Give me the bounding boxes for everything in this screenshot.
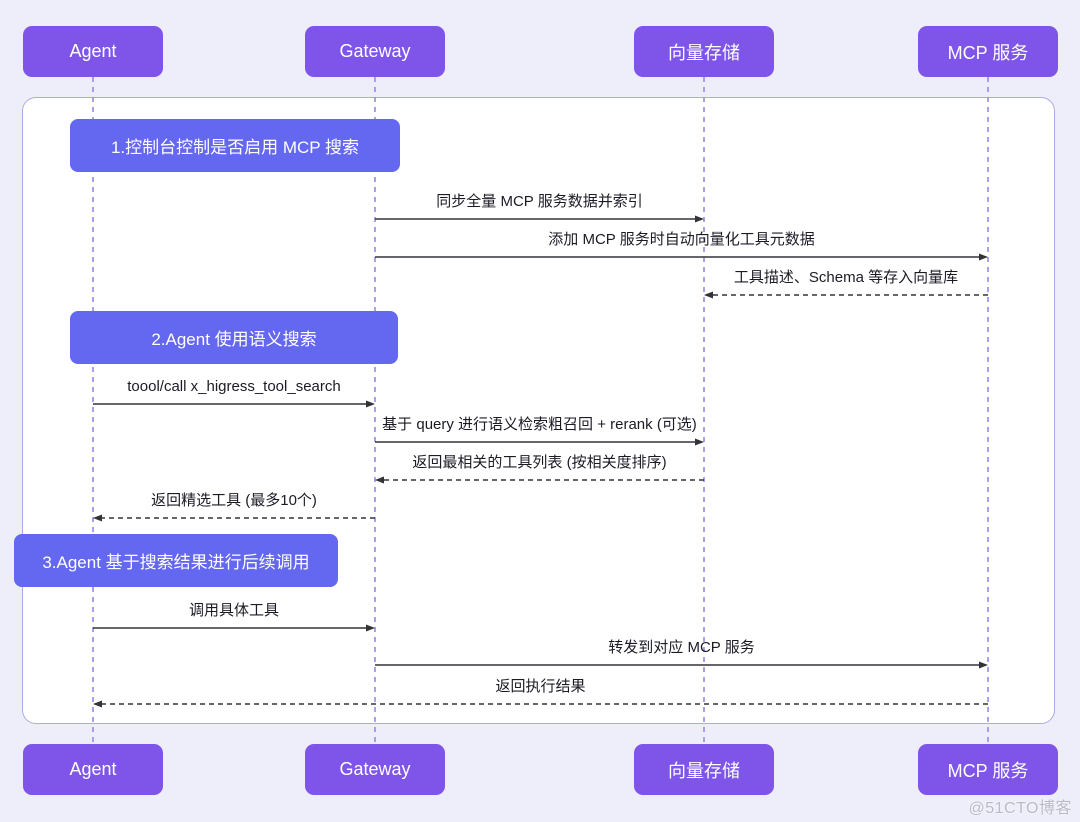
note-1: 1.控制台控制是否启用 MCP 搜索 bbox=[70, 119, 400, 172]
message-label-1: 同步全量 MCP 服务数据并索引 bbox=[436, 193, 643, 210]
actor-top-agent: Agent bbox=[23, 26, 163, 77]
message-label-9: 转发到对应 MCP 服务 bbox=[608, 639, 755, 656]
actor-bottom-agent: Agent bbox=[23, 744, 163, 795]
message-label-4: toool/call x_higress_tool_search bbox=[127, 378, 341, 395]
message-label-3: 工具描述、Schema 等存入向量库 bbox=[733, 269, 959, 286]
actor-top-vector: 向量存储 bbox=[634, 26, 774, 77]
message-label-6: 返回最相关的工具列表 (按相关度排序) bbox=[412, 454, 667, 471]
message-label-5: 基于 query 进行语义检索粗召回 + rerank (可选) bbox=[382, 416, 697, 433]
message-label-7: 返回精选工具 (最多10个) bbox=[151, 492, 317, 509]
watermark: @51CTO博客 bbox=[968, 800, 1072, 817]
message-label-2: 添加 MCP 服务时自动向量化工具元数据 bbox=[548, 231, 815, 248]
diagram-frame bbox=[22, 97, 1055, 724]
actor-bottom-gateway: Gateway bbox=[305, 744, 445, 795]
actor-bottom-mcp: MCP 服务 bbox=[918, 744, 1058, 795]
actor-top-mcp: MCP 服务 bbox=[918, 26, 1058, 77]
note-2: 2.Agent 使用语义搜索 bbox=[70, 311, 398, 364]
message-label-8: 调用具体工具 bbox=[188, 602, 280, 619]
actor-bottom-vector: 向量存储 bbox=[634, 744, 774, 795]
message-label-10: 返回执行结果 bbox=[495, 678, 586, 695]
actor-top-gateway: Gateway bbox=[305, 26, 445, 77]
note-3: 3.Agent 基于搜索结果进行后续调用 bbox=[14, 534, 338, 587]
